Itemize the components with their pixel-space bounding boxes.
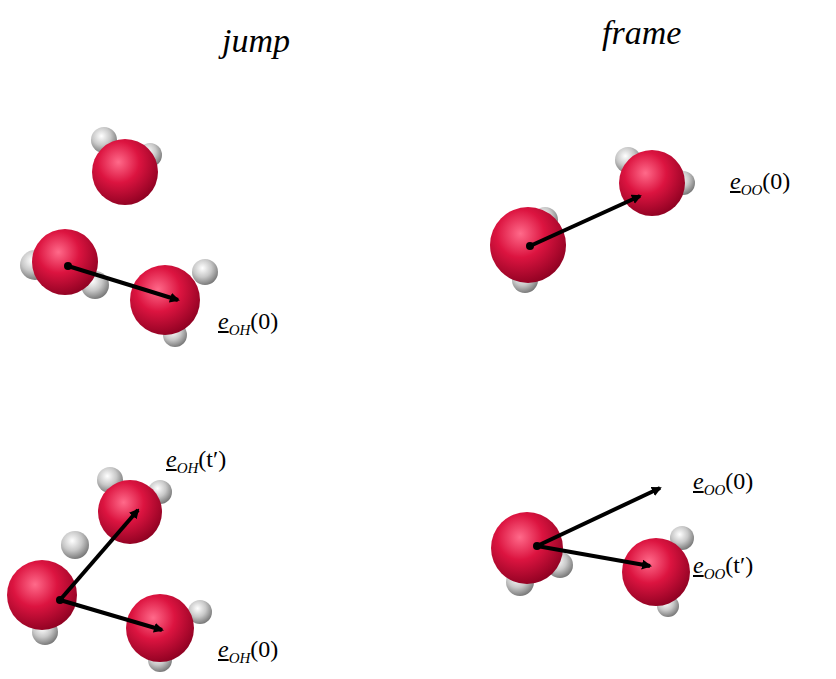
vector-label: eOH(t′): [166, 446, 226, 477]
vector-label: eOH(0): [218, 308, 278, 339]
vector-label: eOO(0): [693, 468, 753, 499]
vector-label: eOO(0): [730, 168, 790, 199]
column-heading: frame: [602, 14, 681, 52]
vector-label: eOH(0): [218, 636, 278, 667]
vector-label: eOO(t′): [693, 552, 753, 583]
column-heading: jump: [222, 22, 290, 60]
